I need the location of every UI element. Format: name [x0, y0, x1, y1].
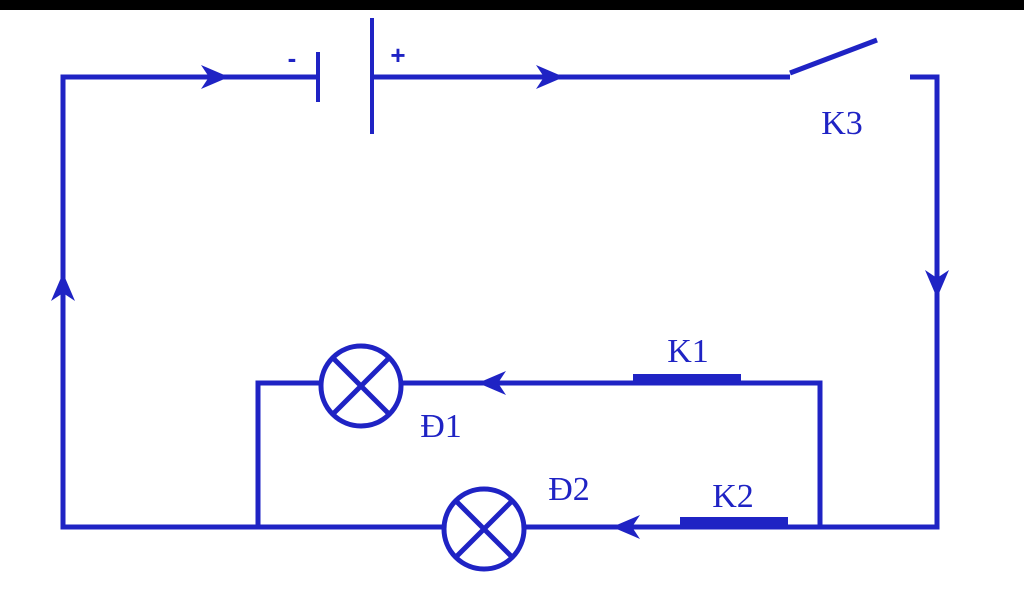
current-arrow-icon — [612, 515, 640, 539]
current-arrow-icon — [201, 65, 229, 89]
current-arrow-icon — [51, 273, 75, 301]
wire-k1-branch — [401, 380, 823, 527]
switch-k2-contact — [680, 517, 788, 527]
switch-k1-contact — [633, 374, 741, 384]
lamp-d1-bulb — [318, 343, 404, 429]
switch-k1-label: K1 — [667, 333, 709, 370]
wire-left-top — [60, 74, 318, 530]
current-arrow-icon — [536, 65, 564, 89]
current-arrow-icon — [925, 270, 949, 298]
switch-k2: K2 — [680, 478, 788, 527]
lamp-d1: Đ1 — [318, 343, 462, 445]
lamp-d2-label: Đ2 — [548, 471, 590, 508]
wire-right — [820, 74, 940, 530]
battery-plus-sign: + — [390, 40, 405, 70]
switch-k3: K3 — [789, 37, 878, 142]
circuit-wires — [60, 74, 940, 530]
battery: - + — [288, 18, 406, 134]
lamp-d1-cross-b — [331, 356, 391, 416]
lamp-d1-label: Đ1 — [420, 408, 462, 445]
lamp-d2-cross-b — [454, 499, 514, 559]
switch-k2-label: K2 — [712, 478, 754, 515]
switch-k1: K1 — [633, 333, 741, 384]
lamp-icon — [318, 343, 404, 429]
lamp-d2-bulb — [441, 486, 527, 572]
top-bar — [0, 0, 1024, 10]
switch-k3-label: K3 — [821, 105, 863, 142]
lamp-d2: Đ2 — [441, 471, 590, 572]
current-arrow-icon — [478, 371, 506, 395]
lamp-icon — [441, 486, 527, 572]
battery-minus-sign: - — [288, 43, 297, 73]
wire-d1-branch — [255, 380, 321, 527]
switch-k3-blade — [789, 37, 878, 76]
current-arrows — [51, 65, 949, 539]
